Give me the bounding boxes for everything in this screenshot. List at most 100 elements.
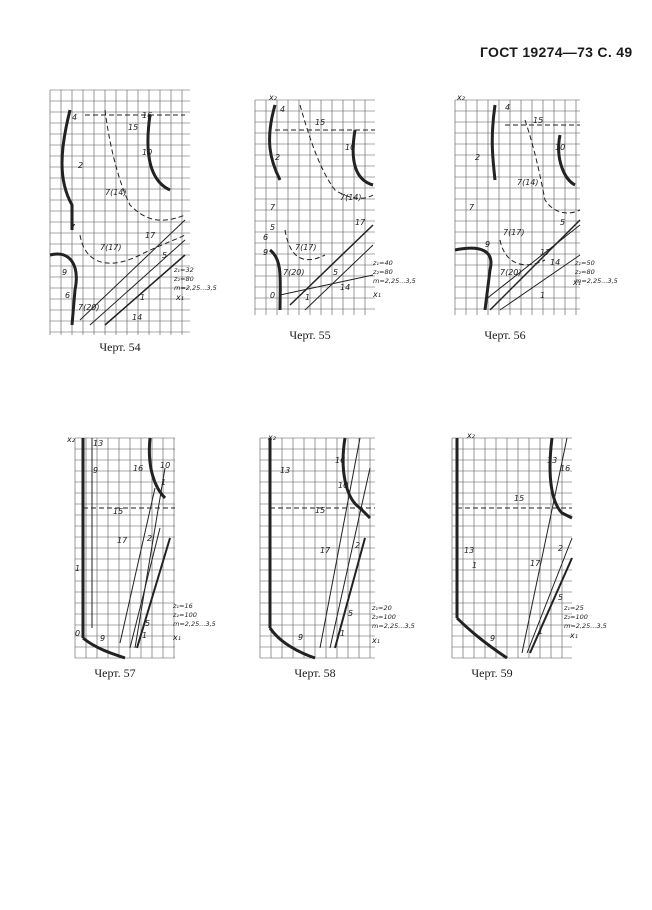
line: [499, 254, 581, 311]
grid: [454, 99, 580, 315]
dashed-curve: [104, 109, 186, 221]
line: [529, 557, 573, 654]
line: [279, 274, 374, 296]
curve-label: 7(14): [340, 193, 362, 202]
curve-label: 7(20): [500, 268, 522, 277]
curve-label: 1: [140, 293, 145, 302]
curve-label: 7(17): [295, 243, 317, 252]
curve-label: 13: [280, 466, 290, 475]
line: [484, 224, 581, 301]
curve-label: 2: [275, 153, 280, 162]
curve-label: 9: [263, 248, 268, 257]
figure-caption: Черт. 56: [484, 328, 526, 342]
curve-label: 14: [132, 313, 142, 322]
curve-label: 17: [540, 248, 551, 257]
grid: [254, 99, 375, 315]
curve-label: 17: [117, 536, 128, 545]
curve-label: 1: [340, 629, 345, 638]
figure-caption: Черт. 58: [294, 666, 336, 680]
curve-label: 10: [160, 461, 170, 470]
curve-label: 2: [147, 534, 152, 543]
axis-label: x₁: [372, 290, 381, 299]
boundary-curve: [268, 627, 316, 660]
line: [304, 244, 374, 311]
curve-label: 10: [338, 481, 348, 490]
curve-label: 13: [547, 456, 557, 465]
curve-label: 16: [560, 464, 570, 473]
axis-label: x₂: [267, 433, 277, 442]
curve-label: 7(14): [105, 188, 127, 197]
curve-label: 1: [472, 561, 477, 570]
curve-label: 16: [133, 464, 143, 473]
curve-label: 5: [145, 619, 150, 628]
curve-label: 5: [162, 251, 167, 260]
param-m: m=2,25...3,5: [564, 622, 607, 630]
boundary-curve: [548, 437, 573, 520]
param-z2: z₂=80: [574, 268, 595, 276]
curve-label: 9: [93, 466, 98, 475]
curve-label: 7(17): [503, 228, 525, 237]
curve-label: 17: [320, 546, 331, 555]
curve-label: 7: [70, 223, 76, 232]
param-m: m=2,25...3,5: [174, 284, 217, 292]
param-z2: z₂=80: [372, 268, 393, 276]
param-z2: z₂=100: [563, 613, 588, 621]
param-m: m=2,25...3,5: [373, 277, 416, 285]
curve-label: 16: [335, 456, 345, 465]
curve-label: 4: [505, 103, 510, 112]
curve-label: 13: [464, 546, 474, 555]
figure-58: 13 16 10 15 17 2 5 9 1 x₂ x₁ z₁=20 z₂=10…: [259, 433, 415, 680]
dashed-curve: [299, 104, 374, 199]
curve-label: 6: [65, 291, 70, 300]
curve-label: 6: [263, 233, 268, 242]
boundary-curve: [454, 246, 493, 311]
line: [289, 224, 374, 306]
boundary-curve: [490, 104, 497, 181]
curve-label: 15: [315, 506, 325, 515]
dashed-curve: [524, 119, 581, 214]
curve-label: 9: [100, 634, 105, 643]
figure-54-plot: 4 15 16 10 2 7(14) 7 17 7(17) 5 9 6 7(20…: [49, 89, 217, 335]
param-z2: z₂=80: [173, 275, 194, 283]
line: [319, 437, 361, 649]
curve-label: 7(17): [100, 243, 122, 252]
dashed-curve: [284, 229, 326, 261]
line: [329, 467, 371, 649]
curve-label: 14: [550, 258, 560, 267]
axis-label: x₁: [172, 633, 181, 642]
figure-caption: Черт. 54: [99, 340, 141, 354]
curve-label: 9: [298, 633, 303, 642]
axis-label: x₂: [466, 431, 476, 440]
boundary-curve: [557, 134, 576, 187]
curve-label: 1: [305, 293, 310, 302]
line: [136, 537, 171, 649]
curve-label: 14: [340, 283, 350, 292]
axis-label: x₁: [572, 278, 581, 287]
figure-caption: Черт. 59: [471, 666, 513, 680]
curve-label: 2: [78, 161, 83, 170]
curve-label: 15: [514, 494, 524, 503]
dashed-curve: [79, 234, 186, 264]
param-z1: z₁=50: [574, 259, 595, 267]
figure-54: 4 15 16 10 2 7(14) 7 17 7(17) 5 9 6 7(20…: [49, 89, 217, 354]
boundary-curve: [82, 636, 126, 660]
axis-label: x₂: [456, 93, 466, 102]
figure-55: 4 15 10 2 7(14) 17 7 5 6 9 7(17) 5 7(20)…: [254, 93, 416, 342]
param-z1: z₁=20: [371, 604, 392, 612]
axis-label: x₁: [371, 636, 380, 645]
grid: [74, 437, 175, 659]
param-z2: z₂=100: [371, 613, 396, 621]
line: [104, 254, 186, 326]
curve-label: 15: [533, 116, 543, 125]
line: [521, 437, 568, 654]
curve-label: 5: [558, 593, 563, 602]
boundary-curve: [455, 616, 508, 660]
boundary-curve: [146, 114, 171, 192]
axis-label: x₂: [66, 435, 76, 444]
line: [89, 239, 186, 326]
boundary-curve: [60, 109, 74, 230]
boundary-curve: [268, 104, 282, 181]
axis-label: x₁: [175, 293, 184, 302]
figure-59-plot: 13 16 15 2 17 13 1 5 9 1 x₂ x₁ z₁=25 z₂=…: [451, 431, 607, 660]
figure-56: 4 15 10 2 7(14) 7 7(17) 5 9 17 7(20) 14 …: [454, 93, 618, 342]
